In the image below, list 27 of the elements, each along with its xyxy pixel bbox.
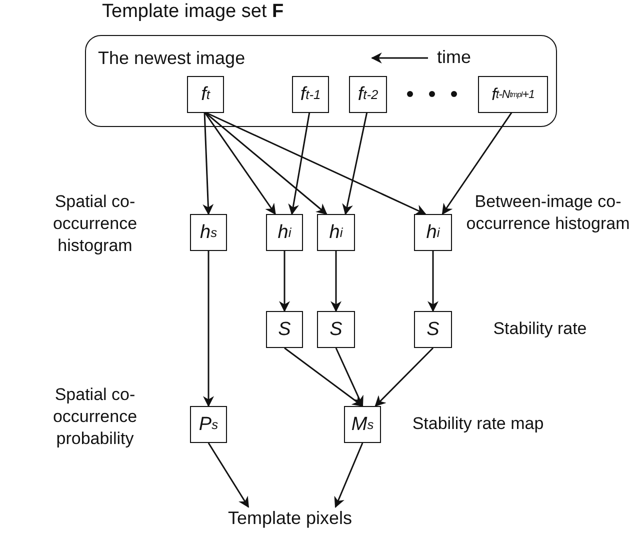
node-caption: Spatial co-occurrence histogram (52, 191, 138, 257)
node-caption: Stability rate (492, 318, 588, 340)
symbol-box: S (414, 311, 452, 348)
arrow (428, 251, 438, 312)
arrow (203, 251, 214, 408)
symbol-box: S (317, 311, 355, 348)
output-label: Template pixels (225, 507, 355, 531)
axis-label: time (437, 46, 472, 68)
arrow (208, 442, 250, 508)
arrow (374, 347, 434, 407)
arrow (334, 442, 364, 508)
arrow (204, 111, 328, 215)
arrow (202, 112, 214, 216)
arrow (284, 347, 364, 407)
group-title: Template image set F (102, 1, 284, 23)
arrow (335, 348, 364, 407)
node-caption: Spatial co-occurrence probability (52, 384, 138, 450)
node-caption: Stability rate map (411, 413, 545, 435)
node-caption: Between-image co-occurrence histogram (465, 191, 631, 235)
arrow (279, 251, 290, 312)
arrow (442, 112, 513, 215)
group-heading: The newest image (98, 47, 246, 69)
arrow (204, 112, 276, 215)
arrow (342, 112, 368, 216)
symbol-box: S (266, 311, 303, 348)
arrow (288, 112, 310, 216)
arrow (330, 251, 342, 312)
